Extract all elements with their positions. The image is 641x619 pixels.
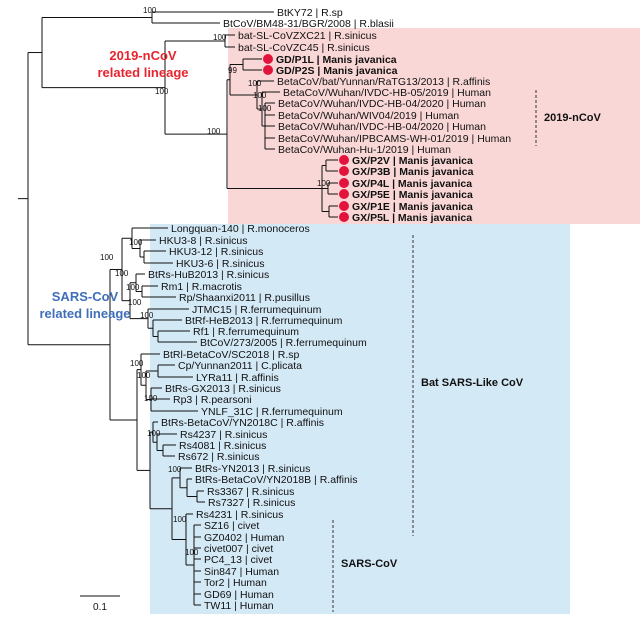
bootstrap-value: 100 [213,33,227,42]
taxon-label: BetaCoV/bat/Yunnan/RaTG13/2013 | R.affin… [277,76,490,88]
sars-lineage-label-line2: related lineage [39,306,130,321]
bootstrap-value: 100 [253,91,267,100]
taxon-label: YNLF_31C | R.ferrumequinum [201,406,343,418]
sars-lineage-label-line1: SARS-CoV [52,289,119,304]
taxon-label: civet007 | civet [204,543,273,555]
taxon-label: GD69 | Human [204,589,274,601]
taxon-label: GX/P5L | Manis javanica [352,212,472,224]
taxon-label: TW11 | Human [204,600,274,612]
taxon-label: Rs672 | R.sinicus [178,451,260,463]
pangolin-marker-icon [263,54,273,64]
pangolin-marker-icon [339,201,349,211]
taxon-label: GX/P3B | Manis javanica [352,166,474,178]
bootstrap-value: 100 [155,87,169,96]
taxon-label: bat-SL-CoVZXC21 | R.sinicus [238,30,377,42]
taxon-label: HKU3-8 | R.sinicus [159,235,248,247]
bat-sars-like-clade-label: Bat SARS-Like CoV [421,377,524,389]
taxon-label: Rm1 | R.macrotis [161,281,242,293]
bootstrap-value: 100 [115,269,129,278]
taxon-label: GX/P1E | Manis javanica [352,201,473,213]
bootstrap-value: 100 [140,311,154,320]
taxon-label: SZ16 | civet [204,520,259,532]
taxon-label: BtCoV/BM48-31/BGR/2008 | R.blasii [223,18,394,30]
bootstrap-value: 100 [130,359,144,368]
taxon-label: BetaCoV/Wuhan/WIV04/2019 | Human [278,110,459,122]
bootstrap-value: 100 [144,394,158,403]
pangolin-marker-icon [339,212,349,222]
bootstrap-value: 100 [128,298,142,307]
taxon-label: Rs4231 | R.sinicus [196,509,283,521]
taxon-label: Tor2 | Human [204,577,267,589]
tree-branches [18,11,338,606]
taxon-label: BetaCoV/Wuhan/IVDC-HB-05/2019 | Human [283,87,491,99]
taxon-label: GX/P4L | Manis javanica [352,178,472,190]
bootstrap-value: 100 [168,465,182,474]
taxon-label: GX/P2V | Manis javanica [352,155,473,167]
pangolin-marker-icon [339,155,349,165]
taxon-label: GZ0402 | Human [204,532,285,544]
taxon-label: PC4_13 | civet [204,554,272,566]
taxon-label: GD/P2S | Manis javanica [276,65,398,77]
taxon-label: BtRf-HeB2013 | R.ferrumequinum [185,315,343,327]
bootstrap-value: 100 [137,371,151,380]
taxon-label: Rs4081 | R.sinicus [179,440,266,452]
sars-lineage-region [150,224,570,614]
ncov-lineage-label-line2: related lineage [97,65,188,80]
taxon-label: Longquan-140 | R.monoceros [171,223,310,235]
taxon-label: BtRs-BetaCoV/YN2018C | R.affinis [161,417,324,429]
taxon-label: BtKY72 | R.sp [277,7,343,19]
taxon-label: Rf1 | R.ferrumequinum [193,326,299,338]
ncov-clade-label: 2019-nCoV [544,112,602,124]
bootstrap-value: 100 [129,238,143,247]
pangolin-marker-icon [339,178,349,188]
taxon-label: Rs4237 | R.sinicus [180,429,267,441]
taxon-label: GD/P1L | Manis javanica [276,54,397,66]
taxon-label: JTMC15 | R.ferrumequinum [192,304,322,316]
pangolin-marker-icon [263,65,273,75]
pangolin-marker-icon [339,189,349,199]
taxon-label: GX/P5E | Manis javanica [352,189,473,201]
ncov-lineage-label-line1: 2019-nCoV [109,48,177,63]
bootstrap-value: 100 [248,79,262,88]
taxon-label: Cp/Yunnan2011 | C.plicata [178,360,302,372]
bootstrap-value: 100 [258,104,272,113]
taxon-label: bat-SL-CoVZC45 | R.sinicus [238,42,370,54]
taxon-label: Sin847 | Human [204,566,279,578]
scale-bar-label: 0.1 [93,602,107,613]
taxon-label: BtRl-BetaCoV/SC2018 | R.sp [163,349,300,361]
taxon-label: BtRs-YN2013 | R.sinicus [195,463,310,475]
taxon-label: LYRa11 | R.affinis [196,372,279,384]
pangolin-marker-icon [339,166,349,176]
taxon-label: Rs3367 | R.sinicus [207,486,294,498]
bootstrap-value: 100 [317,179,331,188]
taxon-label: Rp/Shaanxi2011 | R.pusillus [179,292,310,304]
bootstrap-value: 100 [126,283,140,292]
bootstrap-value: 100 [207,127,221,136]
bootstrap-value: 99 [228,66,237,75]
taxon-label: HKU3-12 | R.sinicus [169,246,263,258]
ncov-lineage-region [228,28,640,224]
taxon-label: BetaCoV/Wuhan-Hu-1/2019 | Human [278,144,451,156]
taxon-label: BetaCoV/Wuhan/IVDC-HB-04/2020 | Human [278,121,486,133]
taxon-label: BtCoV/273/2005 | R.ferrumequinum [200,337,367,349]
taxon-label: Rs7327 | R.sinicus [208,497,295,509]
bootstrap-value: 100 [173,515,187,524]
taxon-label: HKU3-6 | R.sinicus [176,258,265,270]
bootstrap-value: 100 [185,548,199,557]
taxon-label: BetaCoV/Wuhan/IVDC-HB-04/2020 | Human [278,98,486,110]
taxon-label: BtRs-GX2013 | R.sinicus [165,383,281,395]
taxon-label: BtRs-HuB2013 | R.sinicus [148,269,269,281]
sars-clade-label: SARS-CoV [341,558,398,570]
taxon-label: BtRs-BetaCoV/YN2018B | R.affinis [195,474,357,486]
bootstrap-value: 100 [147,429,161,438]
taxon-label: Rp3 | R.pearsoni [173,394,252,406]
bootstrap-value: 100 [143,6,157,15]
taxon-label: BetaCoV/Wuhan/IPBCAMS-WH-01/2019 | Human [278,133,511,145]
bootstrap-values: 100 100 100 99 100 100 100 100 100 100 100 100 100 10… [100,6,331,557]
bootstrap-value: 100 [100,253,114,262]
